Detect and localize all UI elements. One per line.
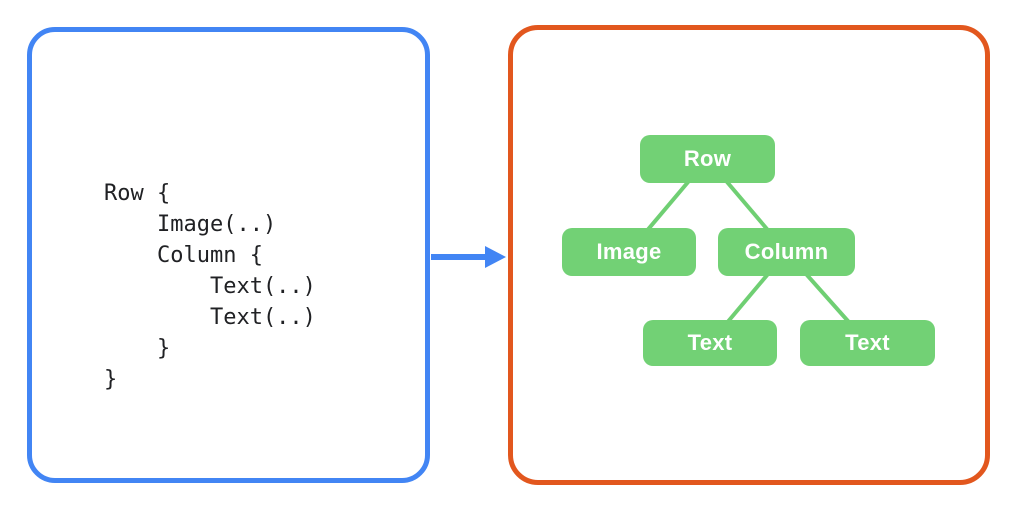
tree-node-text-1: Text xyxy=(643,320,777,366)
tree-node-image-label: Image xyxy=(596,239,662,264)
tree-node-column: Column xyxy=(718,228,855,276)
code-panel: Row { Image(..) Column { Text(..) Text(.… xyxy=(27,27,430,483)
tree-node-image: Image xyxy=(562,228,696,276)
tree-node-column-label: Column xyxy=(744,239,829,264)
compose-code-snippet: Row { Image(..) Column { Text(..) Text(.… xyxy=(104,181,316,392)
tree-node-text-1-label: Text xyxy=(687,330,733,355)
tree-node-row-label: Row xyxy=(683,146,732,171)
arrow-right-icon xyxy=(431,246,506,268)
tree-node-text-2: Text xyxy=(800,320,935,366)
tree-panel: Row Image Column Text Text xyxy=(508,25,990,485)
tree-node-row: Row xyxy=(640,135,775,183)
tree-node-text-2-label: Text xyxy=(845,330,890,355)
